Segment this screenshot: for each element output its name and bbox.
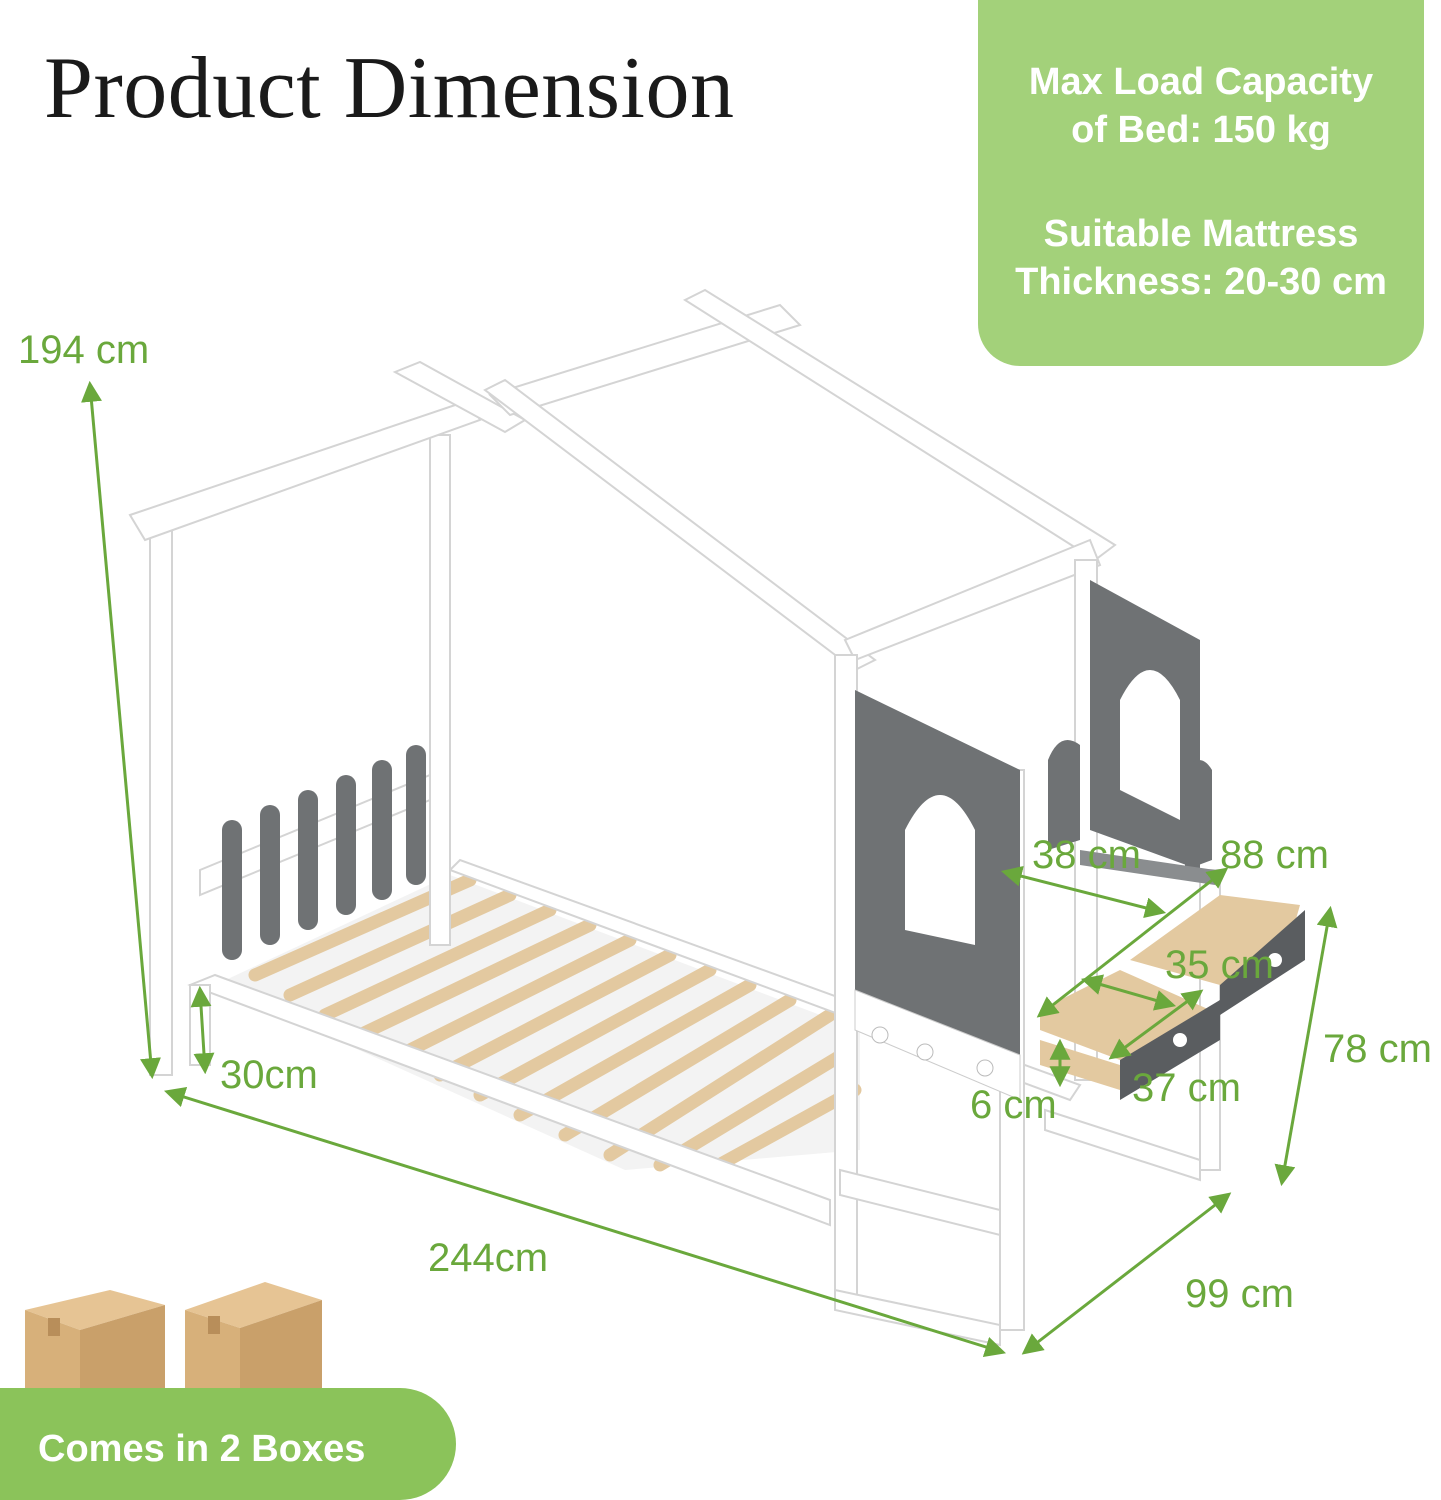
bed-fence <box>199 745 431 960</box>
dimension-arrows <box>81 380 1338 1358</box>
load-capacity-line-2: of Bed: 150 kg <box>1071 109 1331 151</box>
boxes-badge <box>0 1388 456 1500</box>
boxes-label: Comes in 2 Boxes <box>38 1428 366 1470</box>
drawer-length-label: 37 cm <box>1132 1066 1241 1110</box>
specs-panel: Max Load Capacity of Bed: 150 kg Suitabl… <box>978 0 1424 366</box>
shelf-width-label: 38 cm <box>1032 833 1141 877</box>
load-capacity-line-1: Max Load Capacity <box>1028 61 1374 103</box>
side-panels <box>854 580 1215 1101</box>
length-dimension-label: 244cm <box>428 1236 549 1280</box>
shelf-depth-label: 88 cm <box>1220 833 1329 877</box>
drawer-height-label: 78 cm <box>1323 1027 1432 1071</box>
rail-height-label: 30cm <box>220 1053 318 1097</box>
drawer-depth-label: 6 cm <box>970 1083 1057 1127</box>
page-title: Product Dimension <box>44 40 735 137</box>
mattress-thickness-line-2: Thickness: 20-30 cm <box>1015 261 1387 303</box>
height-dimension-label: 194 cm <box>18 328 150 372</box>
drawer-inner-label: 35 cm <box>1165 943 1274 987</box>
width-dimension-label: 99 cm <box>1185 1272 1294 1316</box>
mattress-thickness-line-1: Suitable Mattress <box>1043 213 1359 255</box>
